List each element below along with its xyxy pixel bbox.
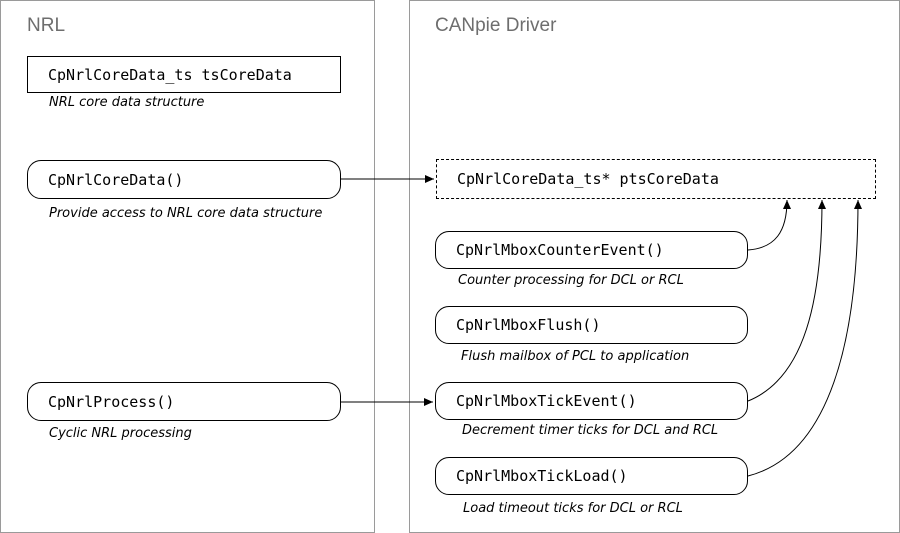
tick-load-to-pointer-arrow xyxy=(747,199,862,477)
flush-caption: Flush mailbox of PCL to application xyxy=(461,349,690,364)
cp-nrl-core-data-caption: Provide access to NRL core data structur… xyxy=(49,206,323,221)
counter-event-caption: Counter processing for DCL or RCL xyxy=(458,273,684,288)
nrl-panel-title: NRL xyxy=(27,15,66,36)
core-data-pointer-box: CpNrlCoreData_ts* ptsCoreData xyxy=(436,159,876,199)
cp-nrl-mbox-tick-event-box: CpNrlMboxTickEvent() xyxy=(435,382,748,420)
counter-event-to-pointer-arrow xyxy=(747,199,791,251)
tick-event-to-pointer-arrow xyxy=(747,199,826,402)
cp-nrl-core-data-function-box: CpNrlCoreData() xyxy=(27,160,341,199)
tick-event-caption: Decrement timer ticks for DCL and RCL xyxy=(462,423,719,438)
cp-nrl-mbox-flush-box: CpNrlMboxFlush() xyxy=(435,306,748,344)
cp-nrl-mbox-counter-event-box: CpNrlMboxCounterEvent() xyxy=(435,231,748,269)
nrl-core-data-caption: NRL core data structure xyxy=(49,95,205,110)
nrl-core-data-box: CpNrlCoreData_ts tsCoreData xyxy=(27,56,341,93)
tick-load-caption: Load timeout ticks for DCL or RCL xyxy=(463,501,683,516)
canpie-driver-panel-title: CANpie Driver xyxy=(435,15,557,36)
cp-nrl-process-function-box: CpNrlProcess() xyxy=(27,382,341,421)
cp-nrl-mbox-tick-load-box: CpNrlMboxTickLoad() xyxy=(435,457,748,495)
cp-nrl-process-caption: Cyclic NRL processing xyxy=(49,426,192,441)
